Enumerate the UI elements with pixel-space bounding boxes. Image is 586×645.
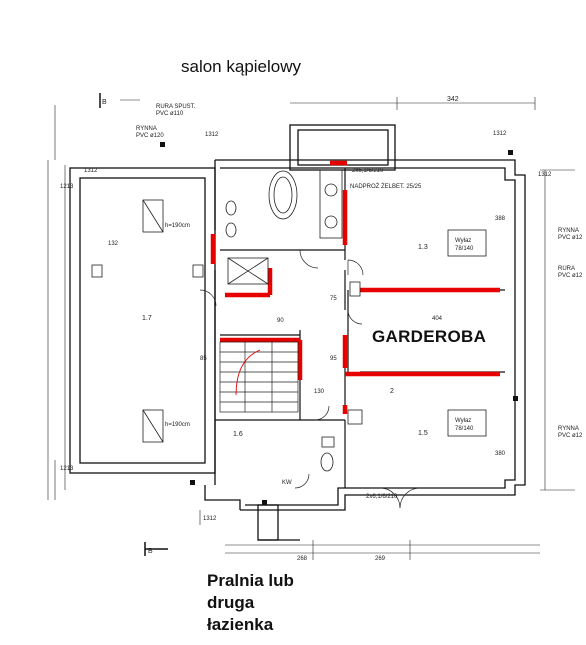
section-b-top: B [102,99,107,106]
room-tag-1-7: 1.7 [142,315,152,322]
dim-404: 404 [432,316,443,322]
dim-1213-a: 1213 [60,184,74,190]
staircase [219,341,299,413]
toilet-icon [225,200,237,216]
dim-1312-e: 1312 [538,172,552,178]
door-top-label: 2x6,1/6/210 [352,168,384,174]
kw-label: KW [282,480,292,486]
pvc120-label: PVC ø120 [136,133,164,139]
dim-132: 132 [108,241,119,247]
dim-269: 269 [375,556,386,562]
dim-342: 342 [447,96,459,103]
room-tag-1-5: 1.5 [418,430,428,437]
washbasin-icon [321,436,335,448]
roof-hatch-icon [447,229,487,257]
dim-268: 268 [297,556,308,562]
dim-1312-c: 1312 [493,131,507,137]
dim-1312-b: 1312 [205,132,219,138]
pvc-right3-label: PVC ø12 [558,433,583,439]
rynna-right-label: RYNNA [558,228,579,234]
dim-130: 130 [314,389,325,395]
section-b-bottom: B [148,548,153,555]
pvc110-label: PVC ø110 [156,111,184,117]
room-label-pralnia: Pralnia lub druga łazienka [207,570,294,636]
hatch-label-lower-1: Wyłaz [455,418,471,424]
pvc-right-label: PVC ø12 [558,235,583,241]
room-tag-1-3: 1.3 [418,244,428,251]
dim-75: 75 [330,296,337,302]
hatch-label-lower-2: 78/140 [455,426,474,432]
room-label-salon: salon kąpielowy [181,57,302,76]
dim-380: 380 [495,451,506,457]
column-marks [160,142,518,505]
doors [199,249,421,509]
bathtub-icon [268,170,298,220]
bath-oval-icon [319,169,343,239]
window-label-upper: h=190cm [165,223,190,229]
highlighted-walls [210,160,500,414]
sink-icon [324,183,338,197]
roof-hatch-icon-2 [447,409,487,437]
dim-90: 90 [277,318,284,324]
bathroom-fixtures [225,169,343,472]
room-label-pralnia-line1: Pralnia lub [207,571,294,590]
rura-right-label: RURA [558,266,575,272]
rynna-label: RYNNA [136,126,157,132]
rura-spust-label: RURA SPUST. [156,104,196,110]
dim-1213-b: 1213 [60,466,74,472]
bidet-icon [225,222,237,238]
roof-window-icon-2 [142,409,164,443]
dimension-lines [47,93,575,560]
room-label-pralnia-line2: druga [207,593,255,612]
room-tag-1-6: 1.6 [233,431,243,438]
window-label-lower: h=190cm [165,422,190,428]
room-tag-2: 2 [390,388,394,395]
pvc-right2-label: PVC ø12 [558,273,583,279]
shower-icon [227,257,269,285]
room-label-garderoba: GARDEROBA [372,327,487,346]
exterior-walls [69,124,526,541]
dim-95: 95 [330,356,337,362]
section-markers [99,93,168,556]
sink-icon-2 [324,215,338,229]
dim-85: 85 [200,356,207,362]
dim-1312-a: 1312 [84,168,98,174]
rynna-right2-label: RYNNA [558,426,579,432]
windows [91,199,487,443]
door-bottom-label: 2x6,1/6/210 [366,494,398,500]
hatch-label-upper-1: Wyłaz [455,238,471,244]
dim-388: 388 [495,216,506,222]
toilet-icon-lower [320,452,334,472]
beam-label: NADPROŻ ŻELBET. 25/25 [350,183,422,190]
hatch-label-upper-2: 78/140 [455,246,474,252]
dim-1312-d: 1312 [203,516,217,522]
room-label-pralnia-line3: łazienka [207,615,274,634]
roof-window-icon [142,199,164,233]
plan-annotations: 342 B B RURA SPUST. PVC ø110 RYNNA PVC ø… [60,96,583,562]
